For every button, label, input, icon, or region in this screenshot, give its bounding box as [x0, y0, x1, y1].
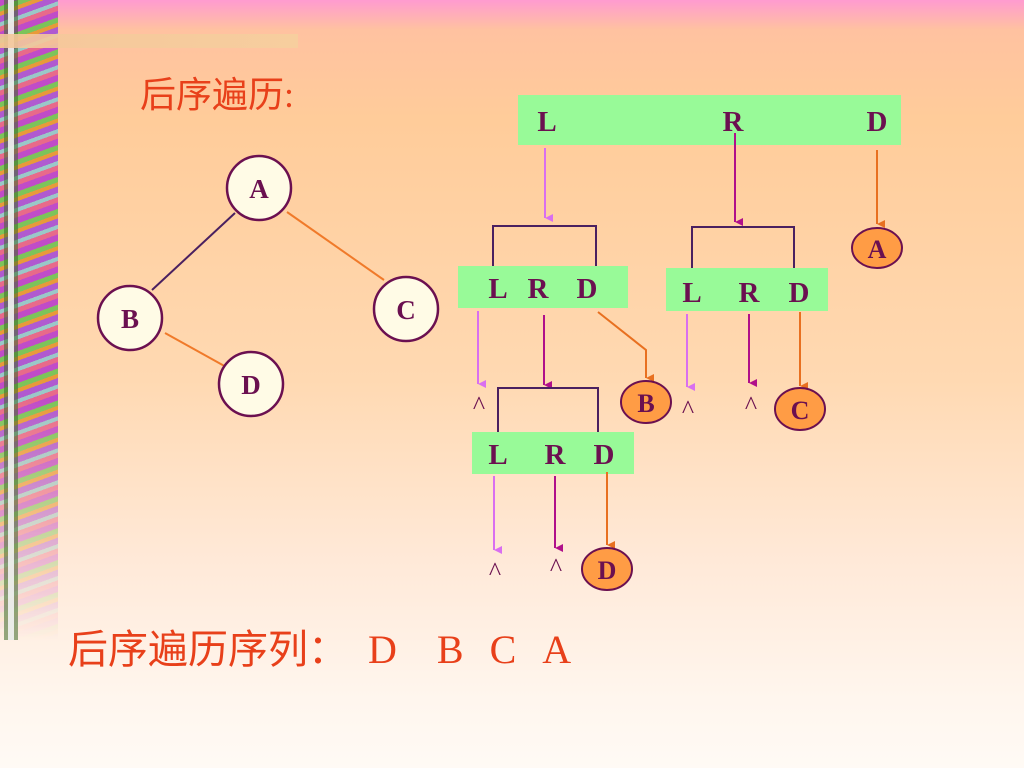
level2-right-l: L: [682, 277, 701, 309]
traversal-trace: L R D A L R D L R D ^ ^ ^: [458, 95, 903, 591]
binary-tree: A B C D: [96, 154, 440, 418]
tree-node-c: [372, 275, 440, 343]
traversal-sequence: 后序遍历序列： D B C A: [68, 617, 571, 675]
sequence-item-c: C: [489, 627, 517, 672]
sequence-prefix: 后序遍历序列：: [68, 627, 348, 672]
level2-left-box: [458, 266, 628, 308]
sequence-item-a: A: [542, 627, 572, 672]
level3-d: D: [594, 439, 615, 471]
visited-node-c-label: C: [791, 396, 810, 425]
null-marker-4: ^: [489, 557, 501, 586]
tree-node-c-label: C: [396, 295, 416, 325]
visited-node-b: [620, 380, 672, 424]
level2-right-r: R: [739, 277, 761, 309]
tree-node-a-label: A: [249, 174, 269, 204]
visited-node-b-label: B: [637, 389, 654, 418]
level2-right-box: [666, 268, 828, 311]
decorative-top-bar: [0, 34, 298, 48]
level3-l: L: [488, 439, 507, 471]
tree-edge-b-d: [164, 332, 229, 369]
bracket-level2-right: [691, 226, 795, 268]
bracket-level3: [497, 387, 599, 432]
tree-node-b: [96, 284, 164, 352]
level2-left-l: L: [488, 273, 507, 305]
arrow-l2left-d: [597, 311, 654, 382]
visited-node-d: [581, 547, 633, 591]
level3-r: R: [545, 439, 567, 471]
visited-node-a-label: A: [868, 235, 887, 264]
top-lrd-box: [518, 95, 901, 145]
bracket-level2-left: [492, 225, 597, 266]
tree-edge-a-c: [286, 211, 385, 281]
visited-node-a: [851, 227, 903, 269]
sequence-item-b: B: [436, 627, 464, 672]
level2-left-r: R: [528, 273, 550, 305]
visited-node-d-label: D: [598, 556, 617, 585]
level2-right-d: D: [789, 277, 810, 309]
decorative-strip-highlight: [8, 0, 14, 640]
top-box-l: L: [537, 106, 556, 138]
sequence-item-d: D: [368, 627, 397, 672]
top-box-d: D: [867, 106, 888, 138]
null-marker-2: ^: [682, 395, 694, 424]
slide-title: 后序遍历:: [140, 75, 295, 115]
tree-edge-a-b: [151, 212, 236, 291]
level3-box: [472, 432, 634, 474]
null-marker-1: ^: [473, 391, 485, 420]
top-box-r: R: [723, 106, 745, 138]
level2-left-d: D: [577, 273, 598, 305]
tree-node-a: [225, 154, 293, 222]
tree-node-d: [217, 350, 285, 418]
tree-node-d-label: D: [241, 370, 261, 400]
null-marker-3: ^: [745, 391, 757, 420]
null-marker-5: ^: [550, 553, 562, 582]
visited-node-c: [774, 387, 826, 431]
tree-node-b-label: B: [121, 304, 139, 334]
